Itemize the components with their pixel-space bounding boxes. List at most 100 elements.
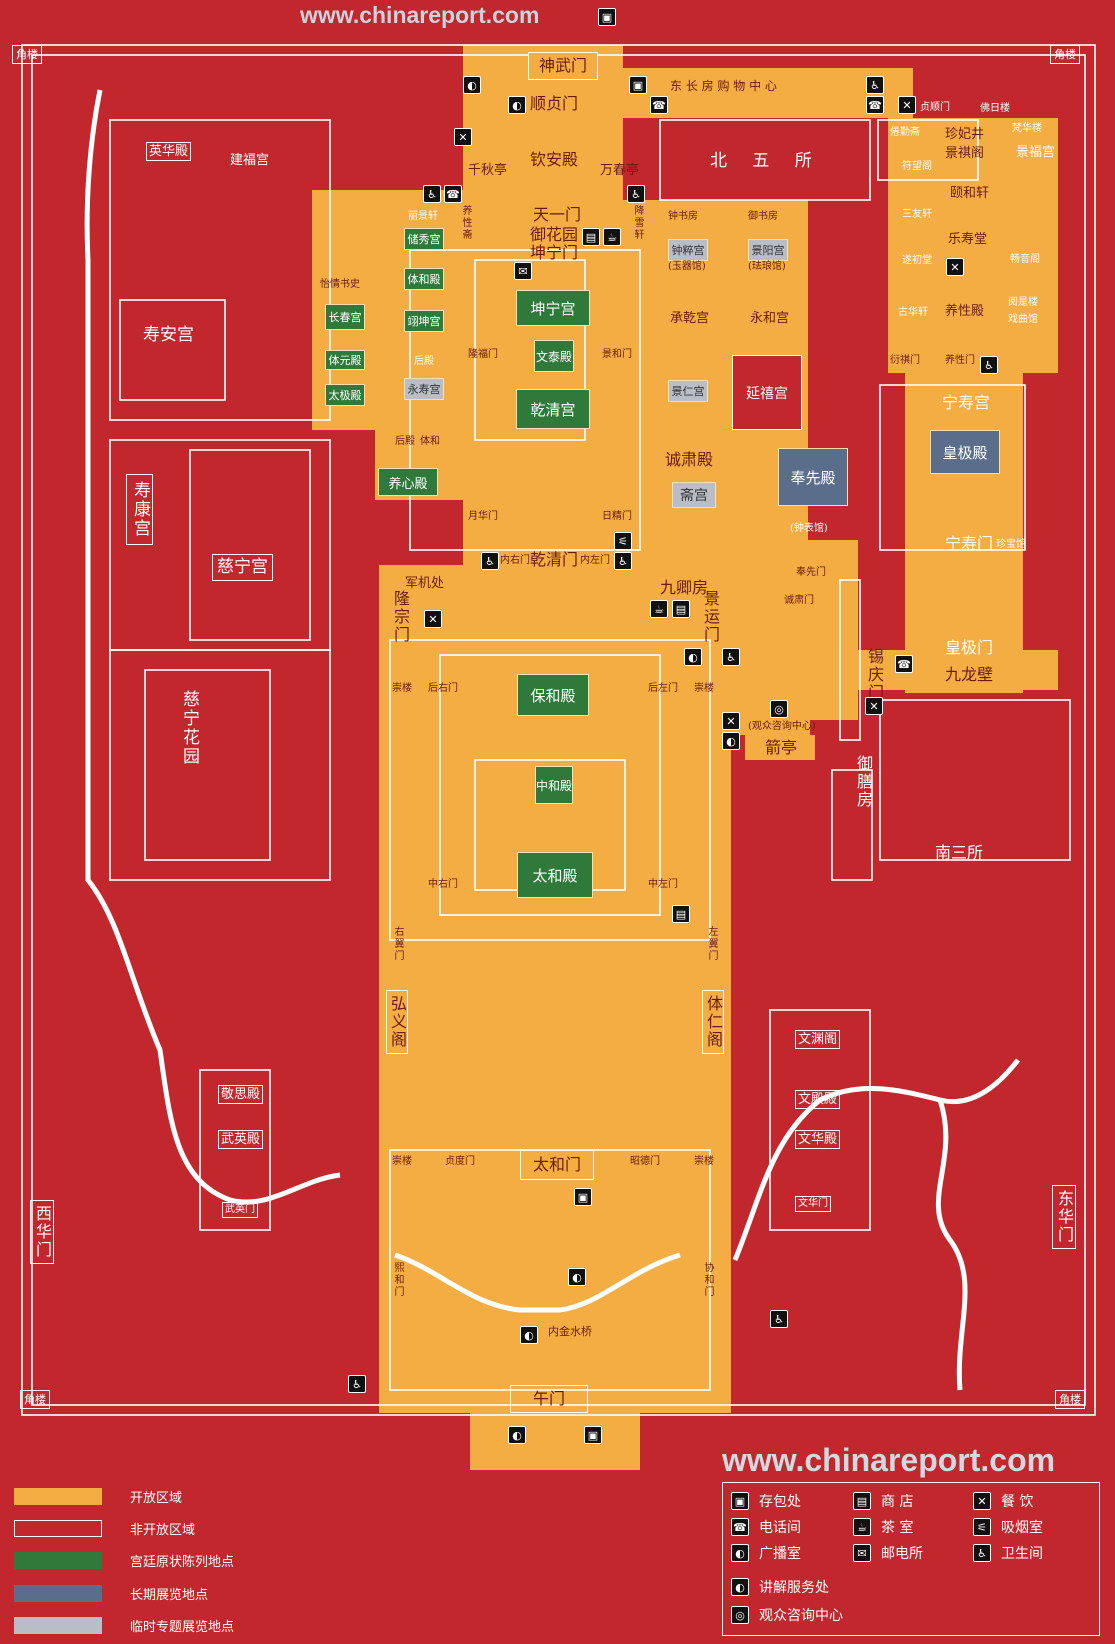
audio-guide-icon: ◐ <box>568 1268 586 1286</box>
jiulongbi: 九龙壁 <box>945 665 994 684</box>
jiaotaidian: 文泰殿 <box>534 340 574 372</box>
shoukanggong: 寿康宫 <box>126 474 153 545</box>
toilet-icon: ♿ <box>722 648 740 666</box>
broadcast-icon: ◐ <box>463 76 481 94</box>
chonglou-e1: 崇楼 <box>694 683 714 694</box>
jiangxuexuan: 降雪轩 <box>632 205 643 241</box>
shouangong: 寿安宫 <box>143 325 194 345</box>
lijingxuan: 丽景轩 <box>408 211 438 222</box>
ciningyuan: 慈宁花园 <box>179 690 199 766</box>
zhenfeijing: 珍妃井 <box>945 127 985 142</box>
xihuamen: 西华门 <box>30 1200 54 1264</box>
tihe-north: 体和 <box>420 436 440 447</box>
shunzhenmen: 顺贞门 <box>530 94 579 113</box>
yikungong: 翊坤宫 <box>404 310 444 332</box>
taihemen: 太和门 <box>520 1150 595 1180</box>
yongshougong: 永寿宫 <box>404 378 444 400</box>
chuxiugong: 储秀宫 <box>404 228 444 250</box>
shop-icon: ▤ <box>672 600 690 618</box>
houdian-west: 后殿 <box>414 356 434 367</box>
dining-icon: ✕ <box>973 1492 991 1510</box>
cininggong: 慈宁宫 <box>212 554 273 581</box>
jingyunmen: 景运门 <box>701 590 720 644</box>
dining-icon: ✕ <box>722 712 740 730</box>
svc-toilet: ♿卫生间 <box>973 1543 1043 1563</box>
svc-info-center: ◎观众咨询中心 <box>731 1605 843 1625</box>
yangxingzhai: 养性斋 <box>460 205 471 241</box>
post-icon: ✉ <box>853 1544 871 1562</box>
houdian-north: 后殿 <box>395 436 415 447</box>
yonghegong: 永和宫 <box>750 311 790 326</box>
longfumen: 隆福门 <box>468 349 498 360</box>
wuyingdian: 武英殿 <box>218 1130 264 1149</box>
huangjimen: 皇极门 <box>945 638 994 657</box>
tirenge: 体仁阁 <box>702 990 724 1054</box>
changchungong: 长春宫 <box>325 304 365 330</box>
fengxianmen: 奉先门 <box>796 567 826 578</box>
ningshoumen: 宁寿门 <box>945 534 994 553</box>
site-url-top[interactable]: www.chinareport.com <box>300 2 540 28</box>
chengsudian: 诚肃殿 <box>665 450 714 469</box>
dining-icon: ✕ <box>865 697 883 715</box>
tihedian: 体和殿 <box>404 268 444 290</box>
chonglou-w2: 崇楼 <box>392 1156 412 1167</box>
zhongzuomen: 中左门 <box>648 879 678 890</box>
yuhuayuan: 御花园 <box>530 225 579 244</box>
zhonghedian: 中和殿 <box>535 766 573 804</box>
jianting: 箭亭 <box>765 738 798 757</box>
yushanfang: 御膳房 <box>854 755 873 809</box>
longzongmen: 隆宗门 <box>391 590 410 644</box>
toilet-icon: ♿ <box>770 1310 788 1328</box>
legend-original: 宫廷原状陈列地点 <box>14 1551 234 1570</box>
locker-icon: ▣ <box>574 1188 592 1206</box>
yanqimen: 衍祺门 <box>890 355 920 366</box>
jiuqingfang: 九卿房 <box>660 578 709 597</box>
qianqiuting: 千秋亭 <box>468 163 508 178</box>
jinghemen: 景和门 <box>602 349 632 360</box>
chengsumen: 诚肃门 <box>784 595 814 606</box>
dining-icon: ✕ <box>898 96 916 114</box>
svc-shop: ▤商 店 <box>853 1491 913 1511</box>
zhaodemen: 昭德门 <box>630 1156 660 1167</box>
neizuomen: 内左门 <box>580 555 610 566</box>
toilet-icon: ♿ <box>627 185 645 203</box>
zhenbaoguan: 珍宝馆 <box>996 539 1026 550</box>
zhaigong: 斋宫 <box>672 482 716 508</box>
site-url-bottom[interactable]: www.chinareport.com <box>722 1442 1056 1478</box>
toilet-icon: ♿ <box>348 1375 366 1393</box>
audio-guide-icon: ◐ <box>520 1326 538 1344</box>
svc-phone: ☎电话间 <box>731 1517 801 1537</box>
fanhualou: 梵华楼 <box>1012 123 1042 134</box>
yangxingmen: 养性门 <box>945 355 975 366</box>
zhenduomen: 贞度门 <box>445 1156 475 1167</box>
shop-icon: ▤ <box>582 228 600 246</box>
dining-icon: ✕ <box>454 128 472 146</box>
chengqiangong: 承乾宫 <box>670 311 710 326</box>
corner-tower-sw: 角楼 <box>20 1390 50 1409</box>
yuehuamen: 月华门 <box>468 511 498 522</box>
neiyoumen: 内右门 <box>500 555 530 566</box>
jianfugong: 建福宫 <box>230 153 270 168</box>
zhongcuigong: 钟粹宫 <box>668 239 708 261</box>
jingyanggong: 景阳宫 <box>748 239 788 261</box>
xihemen: 熙和门 <box>392 1262 403 1298</box>
wenhuadian: 文华殿 <box>795 1130 841 1149</box>
tea-icon: ☕ <box>853 1518 871 1536</box>
wenzhaodian: 文殿殿 <box>795 1090 841 1109</box>
wenyuange: 文渊阁 <box>795 1030 841 1049</box>
svc-audio-guide: ◐讲解服务处 <box>731 1577 829 1597</box>
xiqingmen: 锡庆门 <box>865 648 884 702</box>
jingfugong-ne: 景福宫 <box>1016 145 1056 160</box>
river-line <box>84 89 341 1205</box>
locker-icon: ▣ <box>731 1492 749 1510</box>
zhongcui-note: (玉器馆) <box>668 261 706 272</box>
tea-icon: ☕ <box>650 600 668 618</box>
toilet-icon: ♿ <box>614 552 632 570</box>
kunninggong: 坤宁宫 <box>516 290 590 326</box>
locker-icon: ▣ <box>598 8 616 26</box>
toilet-icon: ♿ <box>973 1544 991 1562</box>
leshoutang: 乐寿堂 <box>948 232 988 247</box>
phone-icon: ☎ <box>866 96 884 114</box>
locker-icon: ▣ <box>629 76 647 94</box>
sanyouxuan: 三友轩 <box>902 209 932 220</box>
